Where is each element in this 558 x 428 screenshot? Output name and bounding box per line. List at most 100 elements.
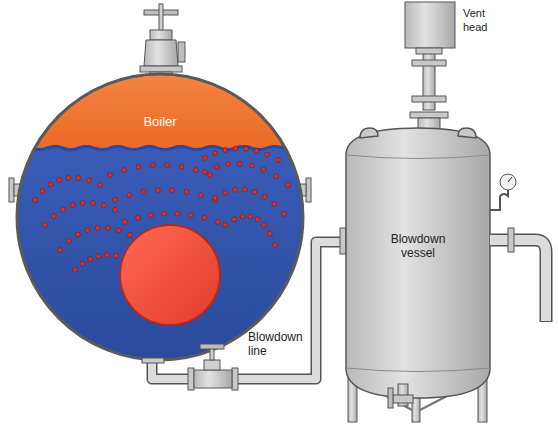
steam-bubble xyxy=(226,162,231,167)
steam-bubble xyxy=(188,213,193,218)
steam-bubble xyxy=(254,148,259,153)
drain-valve xyxy=(388,388,393,408)
steam-bubble xyxy=(51,214,56,219)
steam-bubble xyxy=(155,188,160,193)
steam-bubble xyxy=(40,189,45,194)
boiler-outline xyxy=(17,74,303,360)
steam-bubble xyxy=(203,156,208,161)
steam-bubble xyxy=(175,211,180,216)
steam-bubble xyxy=(252,190,257,195)
steam-bubble xyxy=(272,202,277,207)
node-outline xyxy=(346,128,490,398)
boiler-top-valve xyxy=(140,4,185,78)
steam-bubble xyxy=(193,168,198,173)
steam-bubble xyxy=(267,231,272,236)
steam-bubble xyxy=(113,253,118,258)
steam-bubble xyxy=(208,173,213,178)
steam-bubble xyxy=(273,243,278,248)
boiler-top-valve xyxy=(178,42,185,62)
boiler-side-flange xyxy=(9,178,14,202)
steam-bubble xyxy=(240,214,245,219)
steam-bubble xyxy=(88,257,93,262)
pressure-gauge xyxy=(508,177,512,182)
blowdown-valve xyxy=(204,360,220,370)
boiler-body xyxy=(17,74,303,360)
node-label: Vent head xyxy=(463,6,499,34)
steam-bubble xyxy=(276,158,281,163)
steam-bubble xyxy=(104,253,109,258)
steam-bubble xyxy=(48,182,53,187)
steam-bubble xyxy=(223,190,228,195)
steam-bubble xyxy=(233,188,238,193)
vessel-node: Blowdown vessel xyxy=(346,128,490,398)
steam-bubble xyxy=(33,198,38,203)
steam-bubble xyxy=(216,220,221,225)
boiler-side-flange xyxy=(306,178,311,202)
blowdown-valve xyxy=(194,370,232,388)
steam-bubble xyxy=(113,208,118,213)
node-label: Boiler xyxy=(17,115,303,129)
steam-bubble xyxy=(282,212,287,217)
steam-bubble xyxy=(70,203,75,208)
vent-pipe xyxy=(412,96,446,102)
steam-bubble xyxy=(123,220,128,225)
steam-bubble xyxy=(202,215,207,220)
pressure-gauge xyxy=(500,174,516,190)
outlet-pipe xyxy=(490,228,546,322)
steam-bubble xyxy=(233,146,238,151)
steam-bubble xyxy=(108,173,113,178)
inlet-flange xyxy=(340,228,346,254)
steam-bubble xyxy=(237,161,242,166)
steam-bubble xyxy=(150,163,155,168)
steam-bubble xyxy=(232,217,237,222)
vessel-body xyxy=(346,128,490,398)
fire-tube xyxy=(120,225,220,325)
steam-bubble xyxy=(66,176,71,181)
steam-bubble xyxy=(80,261,85,266)
vessel-body xyxy=(458,128,476,138)
steam-bubble xyxy=(149,213,154,218)
vessel-body xyxy=(346,368,490,372)
vent-head-node: Vent head xyxy=(405,2,455,48)
steam-bubble xyxy=(213,151,218,156)
node-label: Blowdown vessel xyxy=(376,232,460,260)
steam-bubble xyxy=(86,178,91,183)
steam-bubble xyxy=(113,198,118,203)
steam-bubble xyxy=(273,174,278,179)
steam-bubble xyxy=(214,164,219,169)
steam-bubble xyxy=(76,232,81,237)
steam-bubble xyxy=(262,194,267,199)
vessel-body xyxy=(360,128,378,138)
steam-bubble xyxy=(162,211,167,216)
steam-bubble xyxy=(286,183,291,188)
steam-bubble xyxy=(43,223,48,228)
steam-bubble xyxy=(95,226,100,231)
vessel-outline xyxy=(346,128,490,398)
blowdown-valve xyxy=(232,368,238,390)
steam-bubble xyxy=(262,223,267,228)
steam-bubble xyxy=(128,233,133,238)
steam-bubble xyxy=(184,189,189,194)
steam-bubble xyxy=(76,176,81,181)
steam-bubble xyxy=(179,164,184,169)
steam-bubble xyxy=(141,189,146,194)
steam-bubble xyxy=(61,207,66,212)
vent-head-box xyxy=(405,2,455,54)
steam-bubble xyxy=(91,201,96,206)
steam-bubble xyxy=(255,217,260,222)
steam-bubble xyxy=(248,214,253,219)
boiler-top-valve xyxy=(144,40,178,66)
blowdown-valve xyxy=(210,348,214,360)
boiler-body xyxy=(0,60,320,360)
steam-bubble xyxy=(127,193,132,198)
steam-bubble xyxy=(244,146,249,151)
steam-bubble xyxy=(73,268,78,273)
vent-pipe xyxy=(410,112,448,118)
vent-head-outline xyxy=(405,2,455,48)
steam-bubble xyxy=(101,203,106,208)
pressure-gauge xyxy=(490,190,508,210)
steam-bubble xyxy=(249,163,254,168)
vessel-body xyxy=(346,128,490,398)
steam-bubble xyxy=(57,178,62,183)
